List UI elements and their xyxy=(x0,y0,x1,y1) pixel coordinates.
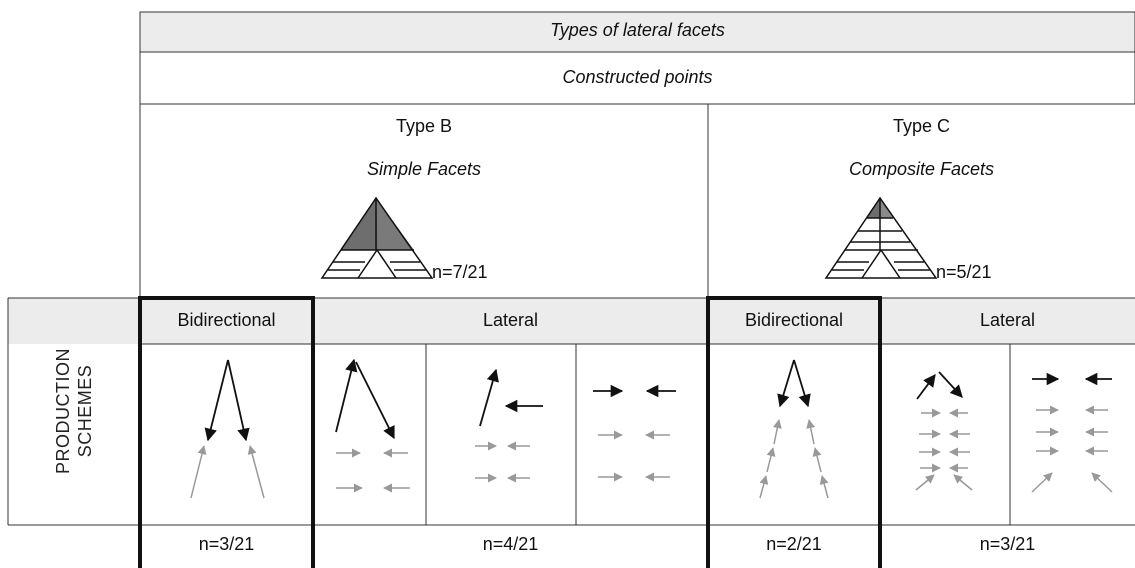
type-b-label: Type B xyxy=(395,116,453,136)
production-label-line1: PRODUCTION xyxy=(53,348,73,474)
diagram-subtitle: Constructed points xyxy=(562,67,713,87)
production-label-line2: SCHEMES xyxy=(75,364,95,458)
simple-facet-pyramid-icon xyxy=(320,196,434,279)
title-row-bg xyxy=(139,11,1135,53)
scheme-b-bidirectional-count: n=3/21 xyxy=(198,534,255,554)
scheme-b-lateral-panel-1 xyxy=(335,358,410,493)
type-c-facet-label: Composite Facets xyxy=(848,159,995,179)
scheme-c-lateral-count: n=3/21 xyxy=(979,534,1036,554)
scheme-c-bidirectional-label: Bidirectional xyxy=(744,310,844,330)
scheme-b-bidirectional-label: Bidirectional xyxy=(177,310,276,330)
scheme-b-lateral-label: Lateral xyxy=(482,310,539,330)
scheme-c-bidirectional-arrows xyxy=(759,359,829,499)
subtitle-row-bg xyxy=(139,51,1135,105)
type-c-count: n=5/21 xyxy=(936,262,992,282)
scheme-c-lateral-panel-2 xyxy=(1031,372,1113,493)
type-c-label: Type C xyxy=(892,116,951,136)
scheme-header-bg xyxy=(8,298,1135,344)
scheme-b-lateral-count: n=4/21 xyxy=(482,534,539,554)
diagram-title: Types of lateral facets xyxy=(550,20,725,40)
scheme-c-lateral-label: Lateral xyxy=(979,310,1036,330)
scheme-b-lateral-panel-3 xyxy=(593,384,676,482)
production-schemes-label: PRODUCTION SCHEMES xyxy=(8,298,140,525)
type-b-facet-label: Simple Facets xyxy=(366,159,482,179)
scheme-c-lateral-panel-1 xyxy=(915,371,973,491)
composite-facet-pyramid-icon xyxy=(824,196,938,279)
scheme-c-bidirectional-count: n=2/21 xyxy=(766,534,822,554)
scheme-b-lateral-panel-2 xyxy=(475,368,543,483)
type-b-count: n=7/21 xyxy=(432,262,488,282)
scheme-b-bidirectional-arrows xyxy=(190,359,265,499)
